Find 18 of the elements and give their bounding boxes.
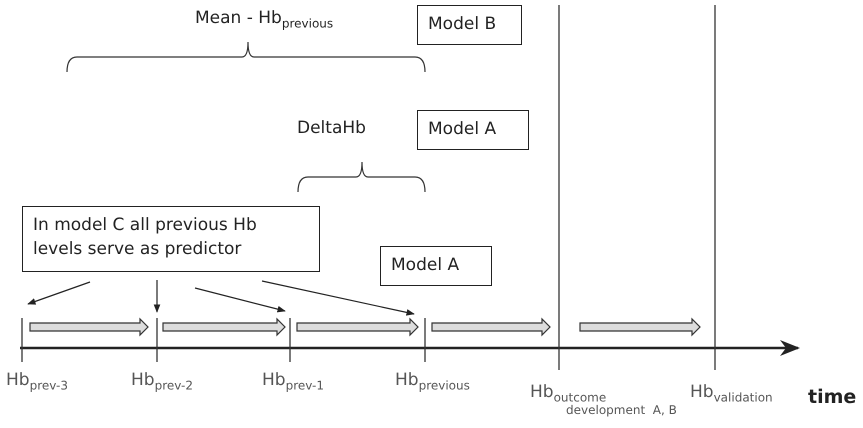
time-point-label: Hb$_{outcome}$	[530, 382, 606, 404]
arrow	[154, 280, 160, 313]
time-point-label: Hb$_{prev-2}$	[131, 370, 193, 392]
time-point-label: Hb$_{prev-3}$	[6, 370, 68, 392]
time-point-note: development A, B	[566, 403, 677, 417]
bracket-label: Mean - Hb$_{previous}$	[195, 8, 334, 30]
arrow	[27, 281, 90, 305]
text-box: In model C all previous Hb levels serve as predictor	[22, 206, 320, 272]
text-box: Model A	[380, 246, 492, 286]
arrow	[194, 287, 286, 312]
text-box: Model A	[417, 110, 529, 150]
text-box: Model B	[417, 5, 522, 45]
bracket-label: DeltaHb	[297, 118, 366, 138]
arrow	[262, 280, 415, 316]
time-point-label: Hb$_{prev-1}$	[262, 370, 324, 392]
time-point-label: Hb$_{validation}$	[690, 382, 773, 404]
axis-label: time	[808, 386, 856, 408]
time-point-label: Hb$_{previous}$	[395, 370, 470, 392]
